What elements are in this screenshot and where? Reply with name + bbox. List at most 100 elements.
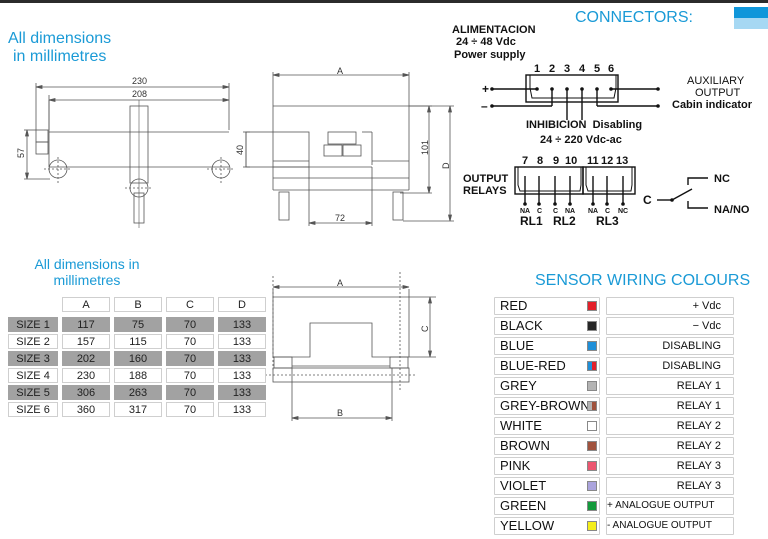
dim-57-label: 57 bbox=[16, 148, 26, 158]
size-label: SIZE 6 bbox=[8, 402, 58, 417]
terminal-13: 13 bbox=[616, 155, 628, 167]
front-view-drawing bbox=[243, 72, 454, 226]
size-table-cell: 133 bbox=[218, 351, 266, 366]
wire-colour-name: RED bbox=[494, 297, 600, 315]
size-label: SIZE 3 bbox=[8, 351, 58, 366]
wire-colour-swatch bbox=[587, 381, 597, 391]
wire-colour-swatch bbox=[587, 441, 597, 451]
output-relays-line1: OUTPUT bbox=[463, 173, 509, 185]
inhibition-line1: INHIBICION Disabling bbox=[526, 119, 642, 131]
size-table-cell: 133 bbox=[218, 317, 266, 332]
relay-name-rl3: RL3 bbox=[596, 214, 619, 228]
terminal-6: 6 bbox=[608, 63, 614, 75]
size-label: SIZE 5 bbox=[8, 385, 58, 400]
wire-colour-name-text: WHITE bbox=[500, 418, 542, 433]
size-table-cell: 115 bbox=[114, 334, 162, 349]
wire-colour-swatch bbox=[587, 321, 597, 331]
wire-colour-swatch bbox=[587, 421, 597, 431]
size-table-cell: 117 bbox=[62, 317, 110, 332]
wire-colour-swatch bbox=[587, 521, 597, 531]
size-table-cell: 133 bbox=[218, 402, 266, 417]
wire-colour-name-text: GREY bbox=[500, 378, 537, 393]
dim-d-label: D bbox=[441, 162, 451, 169]
terminal-11: 11 bbox=[587, 155, 599, 167]
side-view-drawing bbox=[24, 83, 235, 228]
wire-colour-name-text: RED bbox=[500, 298, 528, 313]
wire-colour-name-text: BROWN bbox=[500, 438, 550, 453]
size-label: SIZE 1 bbox=[8, 317, 58, 332]
switch-na-label: NA/NO bbox=[714, 204, 750, 216]
dim-72-label: 72 bbox=[335, 213, 345, 223]
column-header-d: D bbox=[218, 297, 266, 312]
minus-sign: – bbox=[481, 99, 488, 113]
wire-function: - ANALOGUE OUTPUT bbox=[606, 517, 734, 535]
power-line3: Power supply bbox=[454, 49, 526, 61]
dimensions-note-table-line1: All dimensions in bbox=[34, 256, 140, 272]
wire-function: RELAY 1 bbox=[606, 377, 734, 395]
wire-colour-swatch bbox=[587, 501, 597, 511]
wire-function: RELAY 1 bbox=[606, 397, 734, 415]
terminal-10: 10 bbox=[565, 155, 577, 167]
wire-function: RELAY 2 bbox=[606, 417, 734, 435]
size-table-cell: 157 bbox=[62, 334, 110, 349]
terminal-2: 2 bbox=[549, 63, 555, 75]
dim-208-label: 208 bbox=[132, 89, 147, 99]
wiring-row: YELLOW- ANALOGUE OUTPUT bbox=[494, 517, 734, 535]
pin-label-8: C bbox=[537, 208, 542, 215]
size-table-cell: 202 bbox=[62, 351, 110, 366]
wire-function: RELAY 3 bbox=[606, 477, 734, 495]
pin-label-12: C bbox=[605, 208, 610, 215]
wire-function: + Vdc bbox=[606, 297, 734, 315]
dimensions-note-top: All dimensions in millimetres bbox=[8, 30, 111, 66]
wiring-row: WHITE RELAY 2 bbox=[494, 417, 734, 435]
wire-colour-name: VIOLET bbox=[494, 477, 600, 495]
size-label: SIZE 4 bbox=[8, 368, 58, 383]
wire-colour-swatch bbox=[587, 341, 597, 351]
wire-colour-swatch bbox=[587, 361, 597, 371]
output-relays-line2: RELAYS bbox=[463, 185, 507, 197]
terminal-4: 4 bbox=[579, 63, 586, 75]
wiring-row: BLUE DISABLING bbox=[494, 337, 734, 355]
wire-colour-name: GREY bbox=[494, 377, 600, 395]
plus-sign: + bbox=[482, 82, 489, 96]
size-table-cell: 306 bbox=[62, 385, 110, 400]
column-header-a: A bbox=[62, 297, 110, 312]
size-label: SIZE 2 bbox=[8, 334, 58, 349]
terminal-1: 1 bbox=[534, 63, 540, 75]
inhibition-line2: 24 ÷ 220 Vdc-ac bbox=[540, 134, 622, 146]
terminal-5: 5 bbox=[594, 63, 600, 75]
pin-label-11: NA bbox=[588, 208, 598, 215]
dim-101-label: 101 bbox=[420, 140, 430, 155]
aux-line1: AUXILIARY bbox=[687, 75, 745, 87]
wire-colour-swatch bbox=[587, 301, 597, 311]
terminal-8: 8 bbox=[537, 155, 543, 167]
wire-colour-name-text: BLUE bbox=[500, 338, 534, 353]
top-connector-wiring bbox=[492, 74, 658, 120]
size-table-cell: 263 bbox=[114, 385, 162, 400]
aux-line3: Cabin indicator bbox=[672, 99, 753, 111]
relay-name-rl2: RL2 bbox=[553, 214, 576, 228]
connectors-title: CONNECTORS: bbox=[575, 9, 693, 26]
wire-function: DISABLING bbox=[606, 357, 734, 375]
wiring-row: BLACK− Vdc bbox=[494, 317, 734, 335]
dimensions-note-line2: in millimetres bbox=[13, 48, 107, 65]
column-header-b: B bbox=[114, 297, 162, 312]
wire-function: DISABLING bbox=[606, 337, 734, 355]
pin-label-10: NA bbox=[565, 208, 575, 215]
wire-function: RELAY 2 bbox=[606, 437, 734, 455]
switch-common-label: C bbox=[643, 193, 652, 207]
dim-c-label: C bbox=[420, 325, 430, 332]
pin-label-13: NC bbox=[618, 208, 628, 215]
wiring-row: RED + Vdc bbox=[494, 297, 734, 315]
power-line2: 24 ÷ 48 Vdc bbox=[456, 36, 516, 48]
sensor-wiring-title: SENSOR WIRING COLOURS bbox=[535, 272, 751, 289]
column-header-c: C bbox=[166, 297, 214, 312]
relay-name-rl1: RL1 bbox=[520, 214, 543, 228]
wire-function: − Vdc bbox=[606, 317, 734, 335]
wire-colour-name: BLUE bbox=[494, 337, 600, 355]
wire-colour-name: GREEN bbox=[494, 497, 600, 515]
relay-switch-symbol bbox=[657, 177, 708, 209]
wire-colour-name: BLUE-RED bbox=[494, 357, 600, 375]
